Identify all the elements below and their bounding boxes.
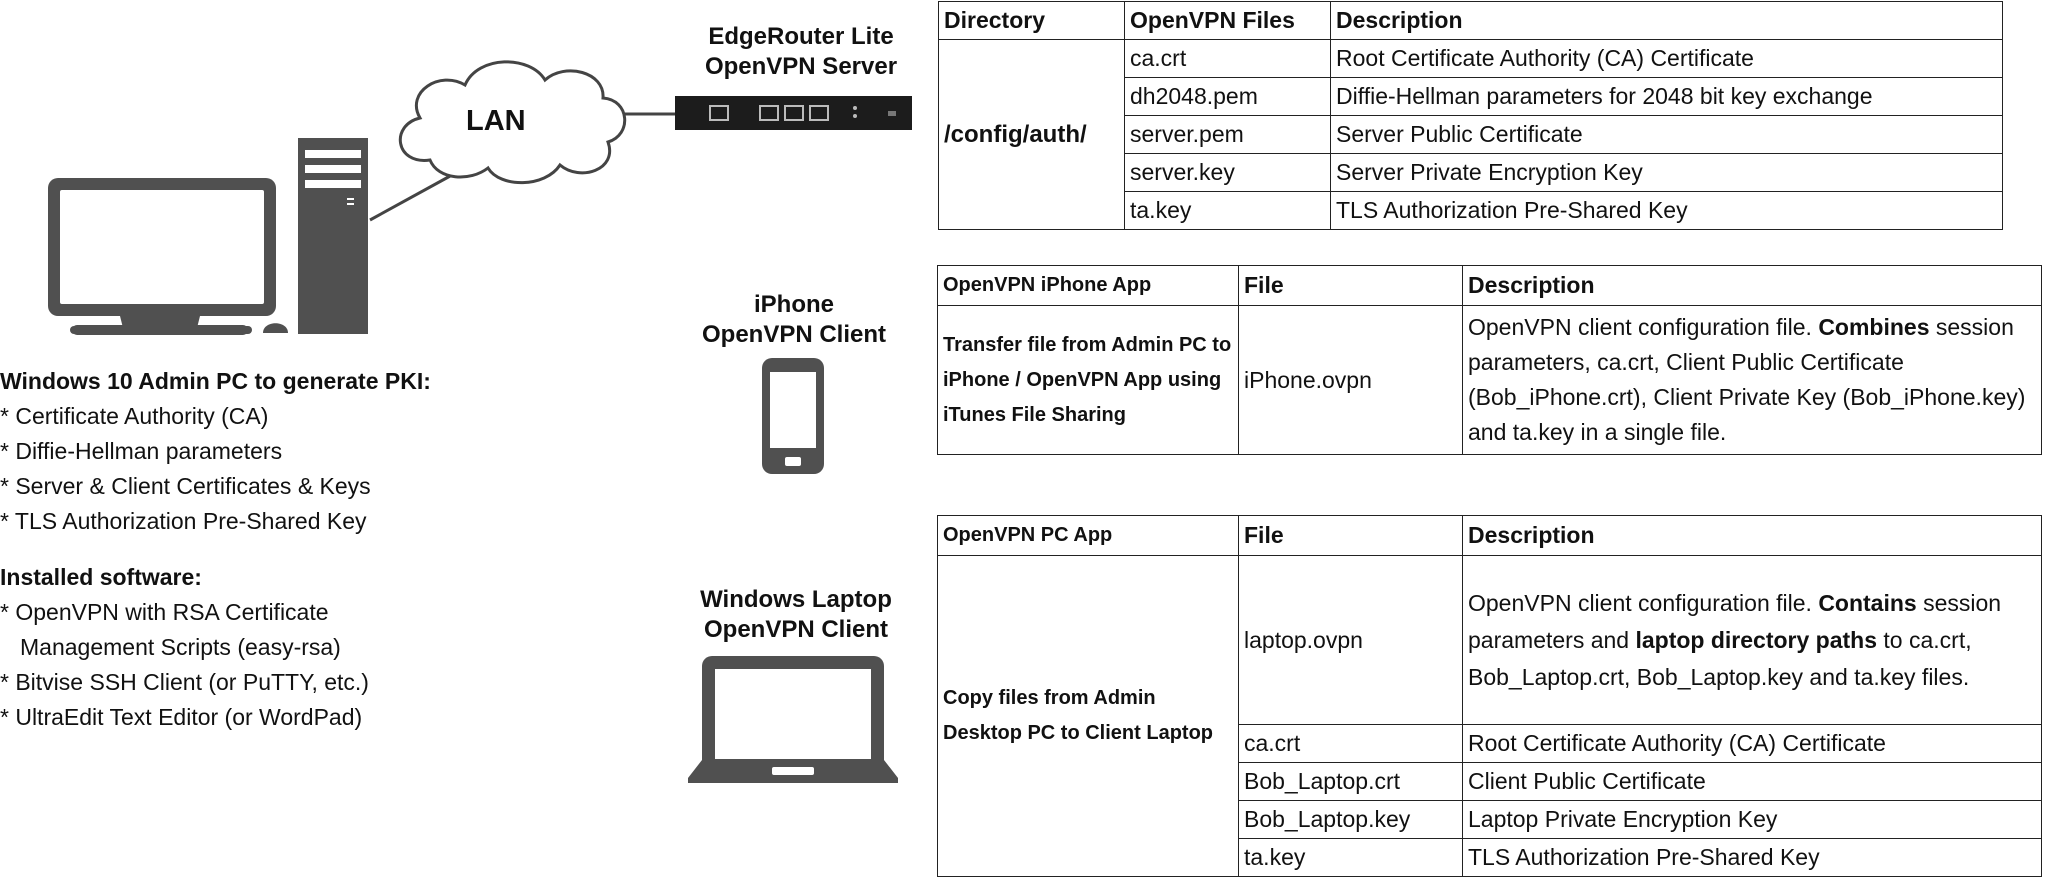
column-header: OpenVPN PC App xyxy=(937,515,1239,556)
file-cell: ta.key xyxy=(1124,191,1331,230)
file-cell: ta.key xyxy=(1238,838,1463,877)
description-text: session parameters, ca.crt, Client Publi… xyxy=(1468,314,2026,445)
laptop-label-line1: Windows Laptop xyxy=(700,586,892,613)
admin-item: * Certificate Authority (CA) xyxy=(0,403,269,429)
file-cell: Bob_Laptop.crt xyxy=(1238,762,1463,801)
description-text: OpenVPN client configuration file. xyxy=(1468,314,1812,340)
software-item: * OpenVPN with RSA Certificate xyxy=(0,599,329,625)
laptop-icon xyxy=(688,656,898,783)
iphone-icon xyxy=(762,358,824,474)
pc-to-lan-line xyxy=(369,173,453,222)
directory-cell: /config/auth/ xyxy=(938,39,1125,230)
description-text: session parameters and xyxy=(1468,589,2002,653)
column-header: File xyxy=(1238,265,1463,306)
description-emphasis: Contains xyxy=(1818,589,1917,616)
router-label-line2: OpenVPN Server xyxy=(704,53,898,80)
column-header: Directory xyxy=(938,1,1125,40)
description-cell: Root Certificate Authority (CA) Certific… xyxy=(1330,39,2003,78)
table-row: server.pem Server Public Certificate xyxy=(939,115,2003,154)
admin-item: * Diffie-Hellman parameters xyxy=(0,438,283,464)
mouse-icon xyxy=(263,323,288,333)
router-label: EdgeRouter Lite OpenVPN Server xyxy=(686,22,916,82)
file-cell: dh2048.pem xyxy=(1124,77,1331,116)
iphone-files-table: OpenVPN iPhone App File Description Tran… xyxy=(937,265,2042,455)
admin-item: * Server & Client Certificates & Keys xyxy=(0,473,371,499)
table-row: Bob_Laptop.crt Client Public Certificate xyxy=(938,762,2042,801)
description-text: to ca.crt, Bob_Laptop.crt, Bob_Laptop.ke… xyxy=(1468,626,1972,690)
file-cell: ca.crt xyxy=(1124,39,1331,78)
lan-cloud-icon xyxy=(398,60,627,185)
column-header: Description xyxy=(1462,265,2042,306)
laptop-label-line2: OpenVPN Client xyxy=(703,616,889,643)
file-cell: server.pem xyxy=(1124,115,1331,154)
software-item: * Bitvise SSH Client (or PuTTY, etc.) xyxy=(0,669,369,695)
description-text: OpenVPN client configuration file. xyxy=(1468,589,1812,616)
keyboard-icon xyxy=(70,326,252,334)
admin-pc-notes: Windows 10 Admin PC to generate PKI: * C… xyxy=(0,364,520,735)
table-header-row: OpenVPN PC App File Description xyxy=(937,515,2042,556)
description-cell: Client Public Certificate xyxy=(1462,762,2042,801)
admin-item: * TLS Authorization Pre-Shared Key xyxy=(0,508,367,534)
description-cell: OpenVPN client configuration file. Conta… xyxy=(1462,555,2042,725)
description-cell: Laptop Private Encryption Key xyxy=(1462,800,2042,839)
desktop-tower-icon xyxy=(298,138,368,334)
table-row: /config/auth/ ca.crt Root Certificate Au… xyxy=(938,39,2003,230)
server-files-table: Directory OpenVPN Files Description /con… xyxy=(938,1,2003,230)
table-header-row: Directory OpenVPN Files Description xyxy=(938,1,2003,40)
description-cell: Diffie-Hellman parameters for 2048 bit k… xyxy=(1330,77,2003,116)
table-row: dh2048.pem Diffie-Hellman parameters for… xyxy=(939,77,2003,116)
description-cell: Server Private Encryption Key xyxy=(1330,153,2003,192)
description-cell: Server Public Certificate xyxy=(1330,115,2003,154)
column-header: OpenVPN Files xyxy=(1124,1,1331,40)
edgerouter-icon xyxy=(675,96,912,130)
table-row: ta.key TLS Authorization Pre-Shared Key xyxy=(939,191,2003,230)
column-header: Description xyxy=(1330,1,2003,40)
table-row: Bob_Laptop.key Laptop Private Encryption… xyxy=(938,800,2042,839)
file-cell: laptop.ovpn xyxy=(1238,555,1463,725)
software-item: * UltraEdit Text Editor (or WordPad) xyxy=(0,704,363,730)
desktop-monitor-icon xyxy=(48,178,276,335)
laptop-files-table: OpenVPN PC App File Description Copy fil… xyxy=(937,515,2042,877)
column-header: File xyxy=(1238,515,1463,556)
table-row: ta.key TLS Authorization Pre-Shared Key xyxy=(938,838,2042,877)
app-instructions-cell: Copy files from Admin Desktop PC to Clie… xyxy=(937,555,1239,877)
description-cell: Root Certificate Authority (CA) Certific… xyxy=(1462,724,2042,763)
description-emphasis: laptop directory paths xyxy=(1635,626,1878,653)
admin-heading: Windows 10 Admin PC to generate PKI: xyxy=(0,368,431,394)
table-row: Copy files from Admin Desktop PC to Clie… xyxy=(937,555,2042,877)
description-emphasis: Combines xyxy=(1818,314,1930,340)
iphone-label-line1: iPhone xyxy=(753,291,834,318)
laptop-label: Windows Laptop OpenVPN Client xyxy=(676,585,916,645)
table-header-row: OpenVPN iPhone App File Description xyxy=(937,265,2042,306)
table-row: server.key Server Private Encryption Key xyxy=(939,153,2003,192)
table-row: ca.crt Root Certificate Authority (CA) C… xyxy=(938,724,2042,763)
column-header: Description xyxy=(1462,515,2042,556)
iphone-label-line2: OpenVPN Client xyxy=(701,321,887,348)
description-cell: OpenVPN client configuration file. Combi… xyxy=(1462,305,2042,455)
app-instructions-cell: Transfer file from Admin PC to iPhone / … xyxy=(937,305,1239,455)
file-cell: ca.crt xyxy=(1238,724,1463,763)
column-header: OpenVPN iPhone App xyxy=(937,265,1239,306)
file-cell: Bob_Laptop.key xyxy=(1238,800,1463,839)
software-item: Management Scripts (easy-rsa) xyxy=(20,634,341,660)
iphone-label: iPhone OpenVPN Client xyxy=(684,290,904,350)
file-cell: iPhone.ovpn xyxy=(1238,305,1463,455)
description-cell: TLS Authorization Pre-Shared Key xyxy=(1330,191,2003,230)
file-cell: server.key xyxy=(1124,153,1331,192)
lan-label: LAN xyxy=(466,105,526,137)
description-cell: TLS Authorization Pre-Shared Key xyxy=(1462,838,2042,877)
software-heading: Installed software: xyxy=(0,564,202,590)
router-label-line1: EdgeRouter Lite xyxy=(708,23,894,50)
table-row: Transfer file from Admin PC to iPhone / … xyxy=(937,305,2042,455)
